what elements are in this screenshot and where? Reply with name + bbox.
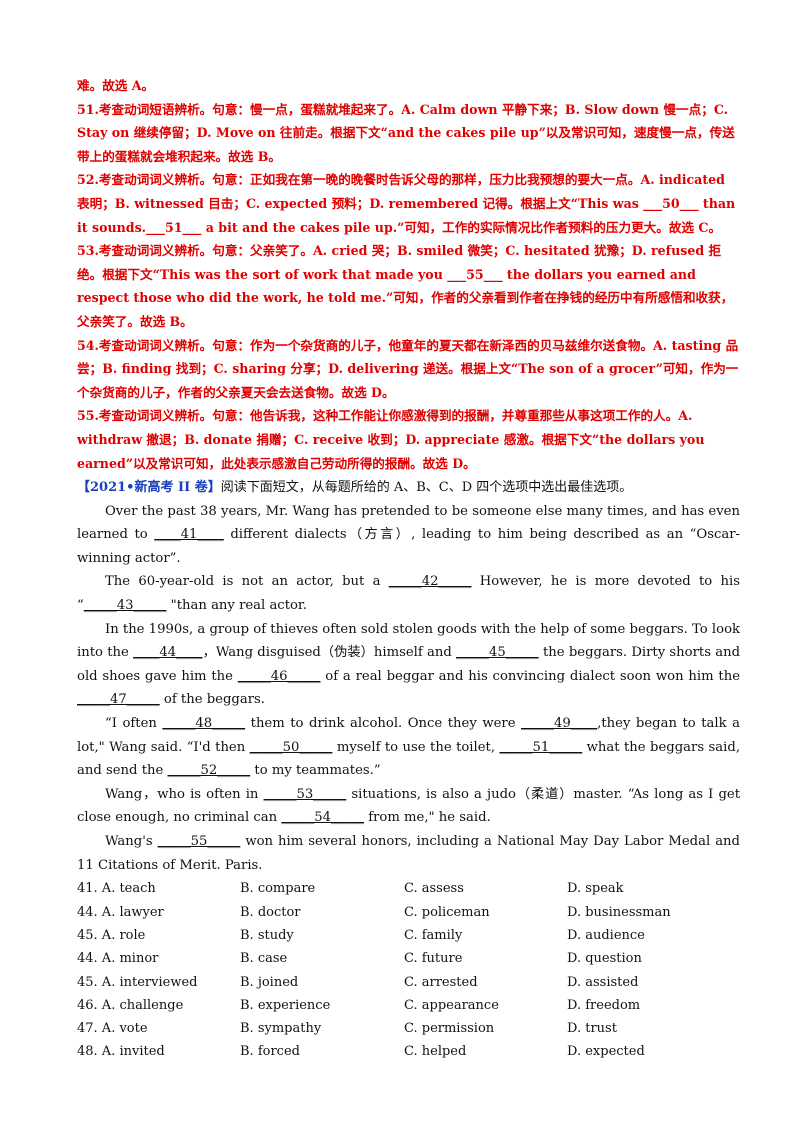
blank-43: _____43_____ bbox=[83, 598, 167, 614]
blank-50: _____50_____ bbox=[249, 739, 333, 755]
option-a: 47. A. vote bbox=[77, 1021, 148, 1037]
passage-paragraph-6: Wang's _____55_____ won him several hono… bbox=[77, 834, 740, 873]
option-a: 45. A. role bbox=[77, 927, 146, 943]
option-d: D. audience bbox=[567, 927, 645, 943]
option-row: 48. A. invited B. forced C. helped D. expec… bbox=[77, 1040, 740, 1063]
option-b: B. study bbox=[240, 927, 294, 943]
instruction-text: 阅读下面短文，从每题所给的 A、B、C、D 四个选项中选出最佳选项。 bbox=[220, 480, 633, 496]
option-row: 47. A. vote B. sympathy C. permission D. tr… bbox=[77, 1017, 740, 1040]
option-b: B. doctor bbox=[240, 904, 301, 920]
passage-paragraph-1: Over the past 38 years, Mr. Wang has pre… bbox=[77, 503, 740, 566]
blank-53: _____53_____ bbox=[263, 786, 347, 802]
option-c: C. helped bbox=[404, 1044, 467, 1060]
blank-47: _____47_____ bbox=[77, 692, 160, 708]
option-d: D. question bbox=[567, 951, 642, 967]
option-d: D. speak bbox=[567, 881, 624, 897]
blank-51: _____51_____ bbox=[499, 739, 583, 755]
section-header: 【2021•新高考 II 卷】阅读下面短文，从每题所给的 A、B、C、D 四个选… bbox=[77, 476, 740, 500]
option-b: B. case bbox=[240, 951, 288, 967]
option-b: B. experience bbox=[240, 997, 331, 1013]
cloze-passage: Over the past 38 years, Mr. Wang has pre… bbox=[77, 500, 740, 878]
option-b: B. sympathy bbox=[240, 1021, 322, 1037]
answer-52: 52.考查动词词义辨析。句意：正如我在第一晚的晚餐时告诉父母的那样，压力比我预想… bbox=[77, 172, 736, 235]
option-c: C. family bbox=[404, 927, 463, 943]
passage-paragraph-4: “I often _____48_____ them to drink alco… bbox=[77, 716, 741, 779]
option-c: C. appearance bbox=[404, 997, 499, 1013]
option-row: 44. A. lawyer B. doctor C. policeman D. bus… bbox=[77, 900, 740, 923]
option-a: 45. A. interviewed bbox=[77, 974, 198, 990]
blank-49: _____49____ bbox=[521, 716, 598, 732]
answer-tail: 难。故选 A。 bbox=[77, 78, 155, 93]
option-c: C. permission bbox=[404, 1021, 495, 1037]
option-d: D. freedom bbox=[567, 997, 641, 1013]
option-c: C. assess bbox=[404, 881, 464, 897]
blank-42: _____42_____ bbox=[388, 574, 472, 590]
option-c: C. arrested bbox=[404, 974, 478, 990]
blank-52: _____52_____ bbox=[167, 763, 251, 779]
option-d: D. trust bbox=[567, 1021, 617, 1037]
option-row: 44. A. minor B. case C. future D. question bbox=[77, 947, 740, 970]
option-a: 48. A. invited bbox=[77, 1044, 165, 1060]
answer-explanations: 难。故选 A。 51.考查动词短语辨析。句意：慢一点，蛋糕就堆起来了。A. Ca… bbox=[77, 74, 740, 475]
option-row: 45. A. interviewed B. joined C. arrested D.… bbox=[77, 970, 740, 993]
answer-51: 51.考查动词短语辨析。句意：慢一点，蛋糕就堆起来了。A. Calm down … bbox=[77, 101, 735, 164]
answer-54: 54.考查动词词义辨析。句意：作为一个杂货商的儿子，他童年的夏天都在新泽西的贝马… bbox=[77, 337, 739, 400]
option-d: D. assisted bbox=[567, 974, 639, 990]
option-d: D. expected bbox=[567, 1044, 645, 1060]
option-a: 44. A. minor bbox=[77, 951, 159, 967]
blank-45: _____45_____ bbox=[456, 645, 539, 661]
option-b: B. forced bbox=[240, 1044, 300, 1060]
answer-55: 55.考查动词词义辨析。句意：他告诉我，这种工作能让你感激得到的报酬，并尊重那些… bbox=[77, 408, 705, 471]
blank-55: _____55_____ bbox=[157, 834, 241, 849]
option-row: 46. A. challenge B. experience C. appearan… bbox=[77, 994, 740, 1017]
option-a: 46. A. challenge bbox=[77, 997, 184, 1013]
passage-paragraph-2: The 60-year-old is not an actor, but a _… bbox=[77, 574, 740, 614]
answer-53: 53.考查动词词义辨析。句意：父亲笑了。A. cried 哭；B. smiled… bbox=[77, 243, 734, 329]
option-c: C. policeman bbox=[404, 904, 490, 920]
option-d: D. businessman bbox=[567, 904, 671, 920]
blank-54: _____54_____ bbox=[281, 810, 365, 826]
option-c: C. future bbox=[404, 951, 463, 967]
option-b: B. compare bbox=[240, 881, 316, 897]
option-row: 45. A. role B. study C. family D. audience bbox=[77, 924, 740, 947]
blank-46: _____46_____ bbox=[237, 668, 321, 684]
option-a: 44. A. lawyer bbox=[77, 904, 164, 920]
blank-41: ____41____ bbox=[154, 527, 224, 543]
blank-48: _____48_____ bbox=[162, 716, 246, 732]
passage-paragraph-5: Wang，who is often in _____53_____ situat… bbox=[77, 786, 740, 826]
passage-paragraph-3: In the 1990s, a group of thieves often s… bbox=[77, 621, 741, 708]
option-row: 41. A. teach B. compare C. assess D. speak bbox=[77, 877, 740, 900]
exam-tag: 【2021•新高考 II 卷】 bbox=[77, 480, 221, 496]
option-b: B. joined bbox=[240, 974, 299, 990]
option-a: 41. A. teach bbox=[77, 881, 156, 897]
blank-44: ____44____ bbox=[133, 645, 203, 661]
